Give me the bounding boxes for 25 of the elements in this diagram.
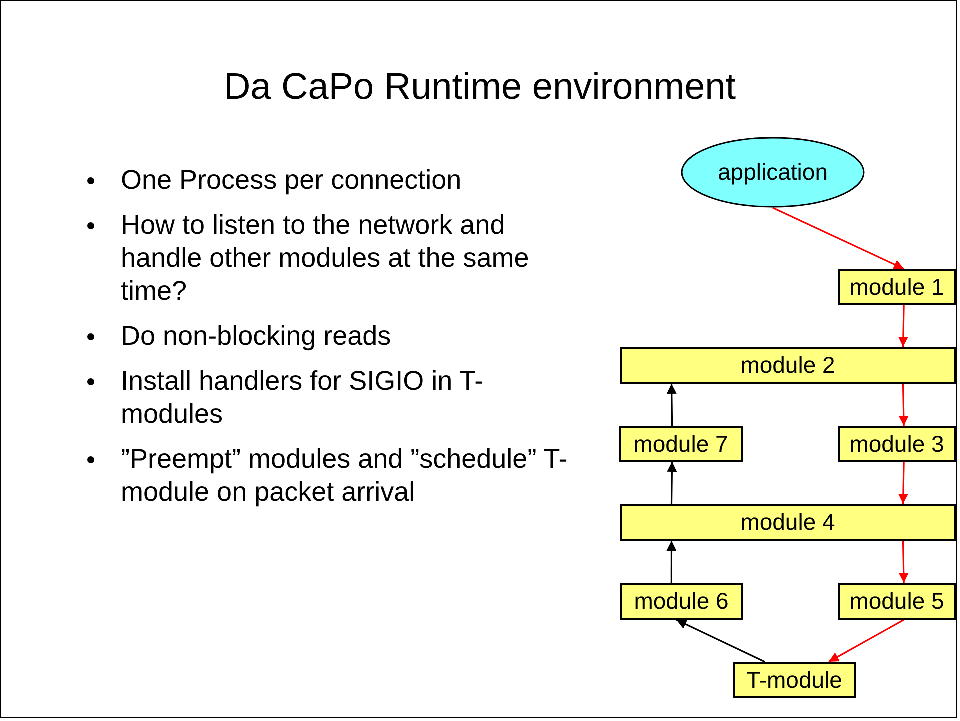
arrow: [898, 540, 909, 584]
module-box: module 1: [838, 269, 956, 305]
arrow: [676, 619, 766, 663]
module-box: module 4: [620, 504, 956, 541]
module-box: module 7: [619, 426, 743, 462]
bullet-text: One Process per connection: [121, 165, 462, 195]
bullet-text: How to listen to the network and handle other modules at the same time?: [121, 210, 530, 306]
terminal-ellipse: application: [681, 137, 865, 208]
arrow: [666, 541, 677, 583]
bullet-text: Install handlers for SIGIO in T-modules: [121, 366, 484, 429]
arrow: [667, 462, 678, 504]
arrow: [898, 462, 908, 504]
module-box: module 2: [620, 347, 956, 384]
arrow: [898, 304, 908, 348]
module-box: module 5: [838, 583, 956, 620]
module-box: module 3: [838, 426, 956, 462]
slide-title: Da CaPo Runtime environment: [222, 66, 738, 108]
module-box: T-module: [733, 662, 856, 698]
bullet-text: Do non-blocking reads: [121, 321, 392, 351]
bullet-text: ”Preempt” modules and ”schedule” T-module on packet arrival: [121, 444, 568, 507]
arrow: [828, 619, 904, 663]
arrow: [772, 207, 904, 270]
arrow: [898, 384, 909, 426]
arrow: [666, 384, 677, 426]
module-box: module 6: [620, 583, 743, 620]
